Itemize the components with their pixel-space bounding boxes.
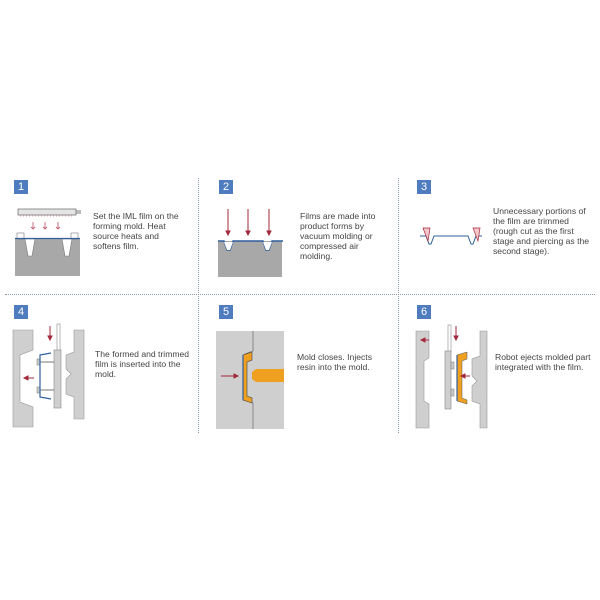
- step-number-badge: 6: [417, 305, 431, 319]
- step-description: The formed and trimmed film is inserted …: [95, 349, 190, 379]
- ejection-illustration: [415, 324, 488, 429]
- heating-illustration: [15, 208, 81, 276]
- trimming-illustration: [420, 227, 482, 245]
- step-number-badge: 4: [14, 305, 28, 319]
- step-description: Films are made into product forms by vac…: [300, 211, 376, 261]
- row-divider: [5, 294, 595, 295]
- step-description: Unnecessary portions of the film are tri…: [493, 206, 590, 256]
- column-divider: [198, 178, 199, 433]
- film-insertion-illustration: [12, 323, 85, 428]
- injection-illustration: [216, 331, 284, 429]
- step-number-badge: 3: [417, 180, 431, 194]
- step-number-badge: 2: [219, 180, 233, 194]
- step-number-badge: 1: [14, 180, 28, 194]
- step-description: Set the IML film on the forming mold. He…: [93, 211, 179, 251]
- step-description: Robot ejects molded part integrated with…: [495, 352, 591, 372]
- column-divider: [398, 178, 399, 433]
- step-number-badge: 5: [219, 305, 233, 319]
- step-description: Mold closes. Injects resin into the mold…: [297, 352, 372, 372]
- vacuum-forming-illustration: [218, 209, 283, 277]
